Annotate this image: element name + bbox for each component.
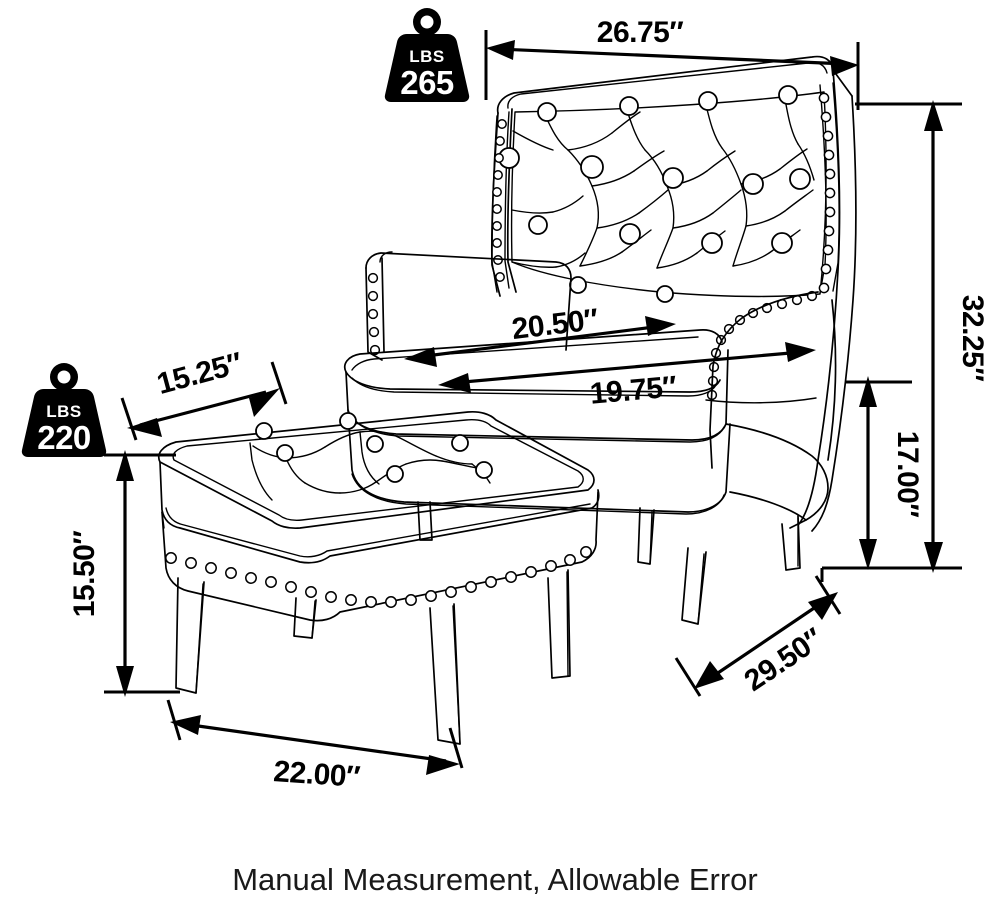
dimension-chair-width: 26.75″ (484, 16, 860, 110)
tufting-buttons-back (498, 85, 811, 303)
weight-unit-label-chair: LBS (409, 47, 445, 66)
dimension-label-29-50: 29.50″ (739, 622, 829, 698)
weight-value-ottoman: 220 (37, 419, 91, 456)
dimension-label-17-00: 17.00″ (891, 431, 924, 518)
dimension-ottoman-height: 15.50″ (68, 450, 180, 697)
dimension-chair-seat-height: 17.00″ (845, 376, 924, 570)
dimension-chair-seat-depth: 19.75″ (438, 342, 816, 411)
ottoman-weight-badge: LBS 220 (21, 363, 107, 457)
nailhead-trim-right-wing (818, 92, 836, 294)
dimension-label-26-75: 26.75″ (597, 16, 684, 49)
dimension-label-15-25: 15.25″ (154, 347, 246, 401)
nailhead-trim-left-wing (492, 119, 507, 282)
measurement-disclaimer-caption: Manual Measurement, Allowable Error (232, 862, 758, 897)
nailhead-trim-left-arm (367, 272, 381, 356)
dimension-label-15-50: 15.50″ (68, 531, 101, 618)
dimension-label-32-25: 32.25″ (956, 295, 989, 382)
ottoman-legs (175, 569, 571, 745)
dimension-label-20-50: 20.50″ (510, 303, 600, 346)
tufting-pattern-back (511, 98, 815, 269)
ottoman-illustration (157, 410, 600, 745)
nailhead-trim-ottoman (165, 546, 592, 608)
chair-weight-badge: LBS 265 (384, 8, 470, 102)
dimension-ottoman-width: 22.00″ (166, 699, 464, 794)
dimension-label-19-75: 19.75″ (589, 370, 678, 410)
dimension-chair-height: 32.25″ (822, 100, 989, 573)
weight-icon (21, 363, 107, 457)
weight-value-chair: 265 (400, 64, 454, 101)
chair-legs (417, 501, 801, 625)
weight-icon (384, 8, 470, 102)
dimension-label-22-00: 22.00″ (272, 755, 361, 794)
tufting-buttons-ottoman (255, 412, 493, 483)
chair-illustration (343, 55, 857, 625)
weight-unit-label-ottoman: LBS (46, 402, 82, 421)
